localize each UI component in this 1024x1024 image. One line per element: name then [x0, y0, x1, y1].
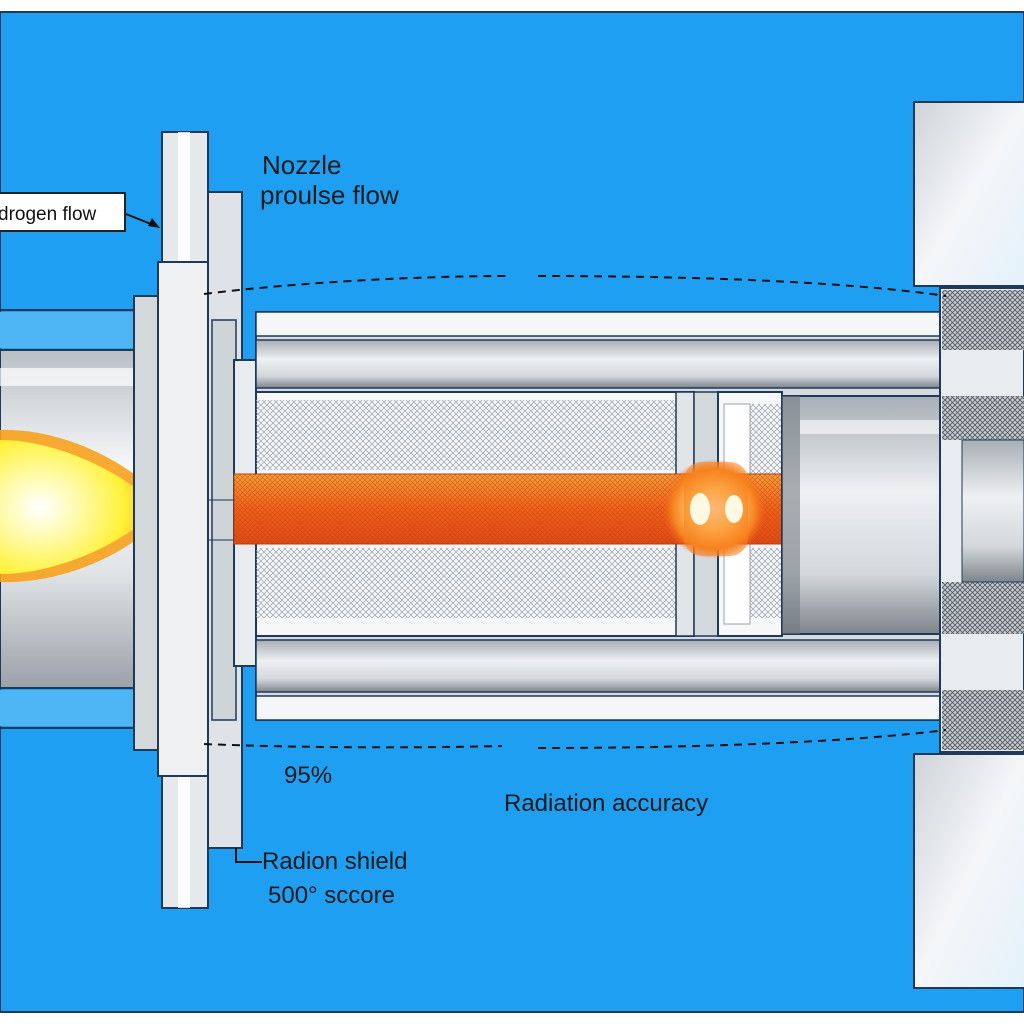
shield-leader [235, 848, 262, 863]
lower-mount-block [913, 753, 1024, 989]
percent-label: 95% [284, 762, 333, 789]
shield-title: Radion shield [262, 848, 408, 875]
beam-glow [662, 459, 766, 559]
nozzle-title: Nozzle [262, 150, 342, 180]
upper-mount-block [913, 101, 1024, 287]
injector-flange [133, 131, 259, 909]
hydrogen-flow-arrowhead [148, 218, 160, 228]
nozzle-body [781, 395, 953, 635]
field-line-lower-left [203, 743, 503, 749]
radiation-accuracy-label: Radiation accuracy [504, 790, 709, 817]
hydrogen-flow-callout: drogen flow [0, 192, 126, 232]
field-line-upper-left [203, 275, 511, 295]
shield-subtitle: 500° sccore [268, 882, 395, 909]
hydrogen-flow-label: drogen flow [0, 204, 97, 225]
nozzle-subtitle: proulse flow [260, 180, 399, 210]
field-line-upper-right [537, 275, 947, 297]
field-line-lower-right [537, 729, 947, 749]
exit-collar [939, 287, 1024, 753]
